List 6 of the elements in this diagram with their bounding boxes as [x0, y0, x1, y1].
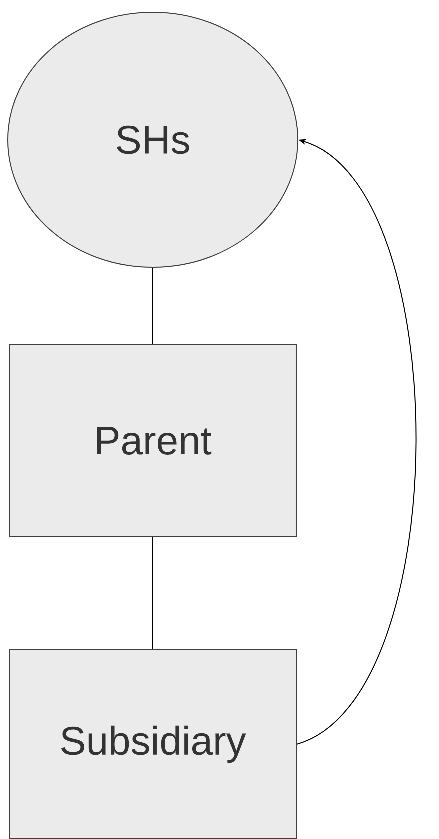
- connector-line: [152, 268, 154, 345]
- ellipse-node: SHs: [8, 12, 298, 268]
- process-box: Subsidiary: [9, 650, 297, 839]
- connector-line: [152, 537, 154, 650]
- curved-arrow: [296, 139, 417, 745]
- process-box: Parent: [9, 344, 297, 538]
